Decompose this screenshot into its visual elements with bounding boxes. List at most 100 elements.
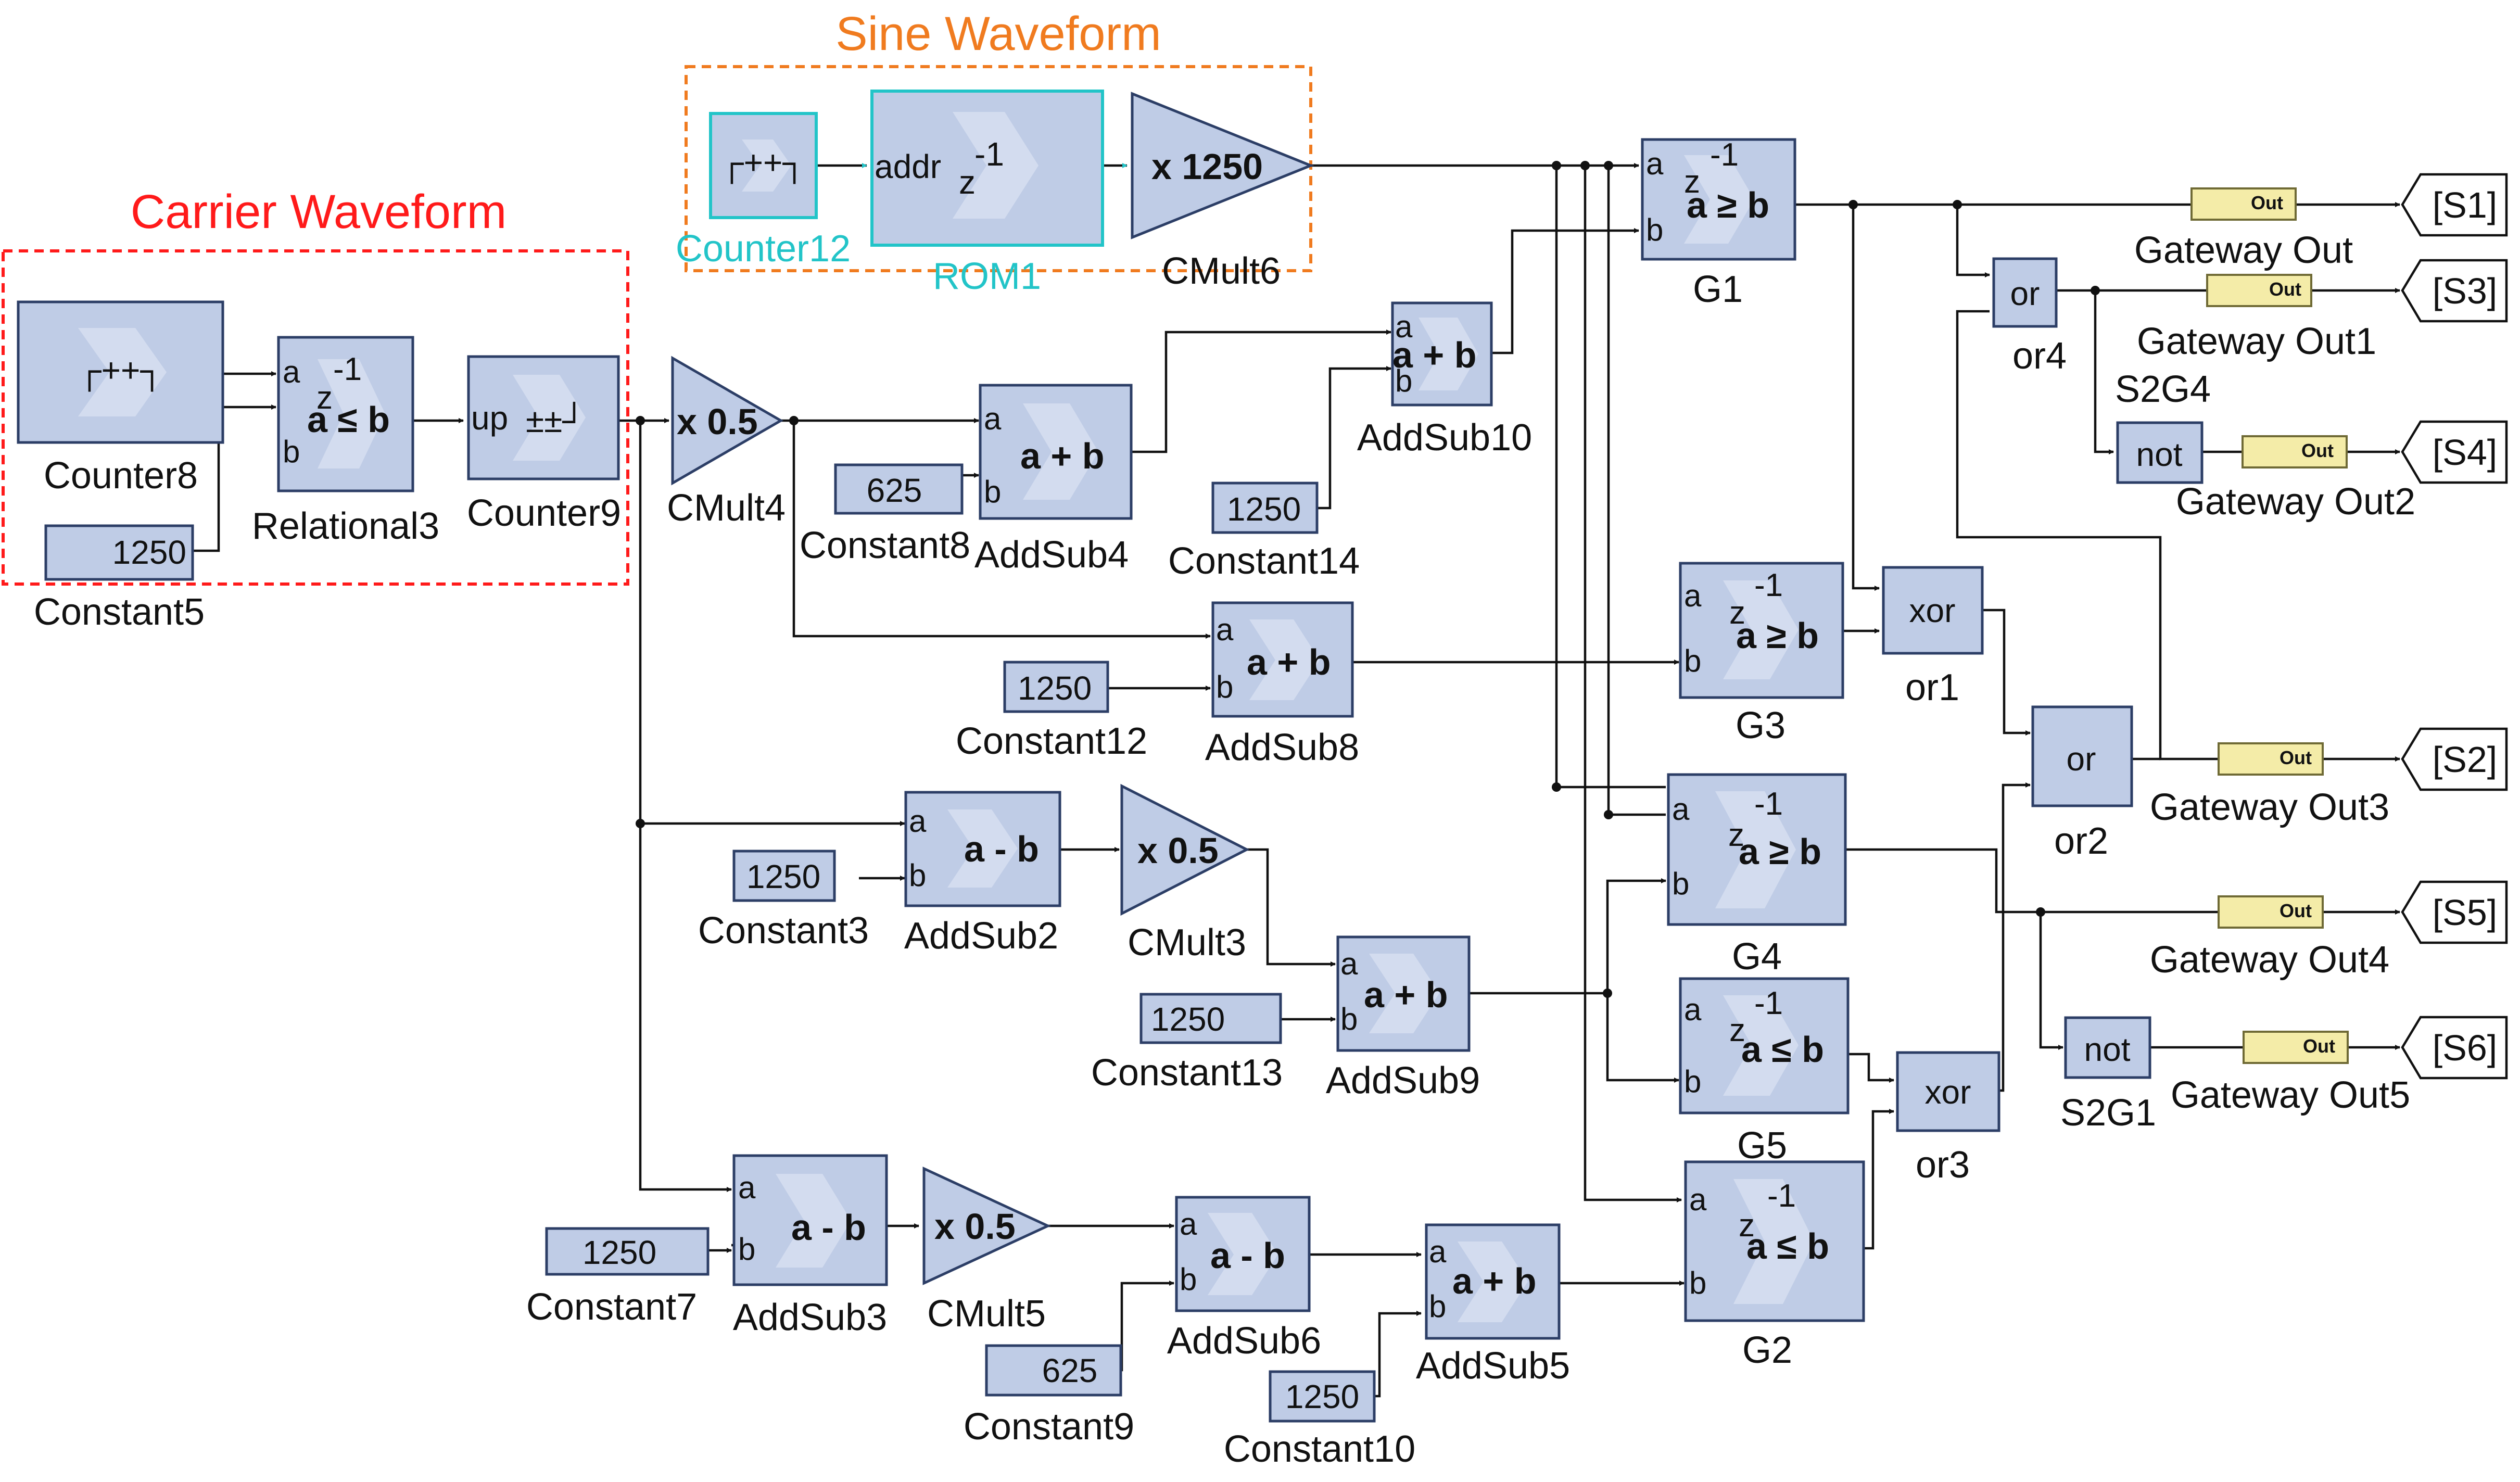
counter8-block[interactable]: ┌++┐ Counter8 xyxy=(17,300,224,497)
cmult3-block[interactable]: x 0.5 CMult3 xyxy=(1120,783,1250,964)
addsub2-port-b: b xyxy=(909,858,926,893)
addsub8-label: AddSub8 xyxy=(1205,727,1359,768)
goto-s2-label: [S2] xyxy=(2433,739,2498,780)
constant12-value: 1250 xyxy=(1018,669,1092,707)
gateway-out1-block[interactable]: Out Gateway Out1 xyxy=(2137,274,2376,362)
cmult4-block[interactable]: x 0.5 CMult4 xyxy=(667,356,786,529)
cmult6-block[interactable]: x 1250 CMult6 xyxy=(1131,92,1314,292)
counter12-block[interactable]: ┌++┐ Counter12 xyxy=(676,112,851,270)
constant5-label: Constant5 xyxy=(34,591,205,633)
goto-s5-label: [S5] xyxy=(2433,892,2498,933)
addsub6-port-b: b xyxy=(1180,1262,1197,1297)
constant14-value: 1250 xyxy=(1227,490,1301,528)
goto-s4-tag[interactable]: [S4] xyxy=(2401,420,2508,484)
constant12-block[interactable]: 1250 Constant12 xyxy=(956,661,1147,762)
constant7-value: 1250 xyxy=(582,1234,656,1271)
g5-port-a: a xyxy=(1684,992,1702,1027)
counter12-glyph: ┌++┐ xyxy=(720,144,806,184)
wire-junctions xyxy=(636,161,2100,998)
or4-op: or xyxy=(2010,275,2040,312)
gateway-out4-badge: Out xyxy=(2280,900,2312,921)
addsub6-block[interactable]: a b a - b AddSub6 xyxy=(1167,1196,1321,1362)
g1-block[interactable]: a b z -1 a ≥ b G1 xyxy=(1641,137,1796,310)
goto-s5-tag[interactable]: [S5] xyxy=(2401,880,2508,944)
g5-port-b: b xyxy=(1684,1064,1701,1099)
addsub5-block[interactable]: a b a + b AddSub5 xyxy=(1416,1223,1570,1387)
addsub9-block[interactable]: a b a + b AddSub9 xyxy=(1326,935,1480,1101)
xor3-block[interactable]: xor or3 xyxy=(1896,1051,2000,1186)
g4-block[interactable]: a b z -1 a ≥ b G4 xyxy=(1667,773,1847,978)
constant3-block[interactable]: 1250 Constant3 xyxy=(698,850,869,952)
g2-op: a ≤ b xyxy=(1746,1226,1829,1266)
xor1-block[interactable]: xor or1 xyxy=(1882,566,1984,708)
not-s2g4-block[interactable]: not S2G4 xyxy=(2115,369,2211,484)
not-s2g1-label: S2G1 xyxy=(2060,1092,2156,1134)
g2-label: G2 xyxy=(1742,1329,1792,1371)
g2-delay: z xyxy=(1739,1208,1755,1244)
gateway-out2-block[interactable]: Out Gateway Out2 xyxy=(2176,435,2415,523)
not-s2g1-op: not xyxy=(2084,1031,2131,1068)
not-s2g1-block[interactable]: not S2G1 xyxy=(2060,1016,2156,1134)
gateway-out4-label: Gateway Out4 xyxy=(2150,939,2389,981)
constant12-label: Constant12 xyxy=(956,720,1147,762)
g2-block[interactable]: a b z -1 a ≤ b G2 xyxy=(1684,1160,1865,1371)
goto-s1-tag[interactable]: [S1] xyxy=(2401,173,2508,237)
relational3-delay-exp: -1 xyxy=(333,351,362,387)
constant13-block[interactable]: 1250 Constant13 xyxy=(1091,993,1283,1094)
gateway-out1-badge: Out xyxy=(2269,278,2301,300)
relational3-block[interactable]: a b z -1 a ≤ b Relational3 xyxy=(252,336,439,547)
gateway-out4-block[interactable]: Out Gateway Out4 xyxy=(2150,895,2389,981)
addsub3-block[interactable]: a b a - b AddSub3 xyxy=(732,1154,888,1338)
addsub8-block[interactable]: a b a + b AddSub8 xyxy=(1205,601,1359,768)
g3-block[interactable]: a b z -1 a ≥ b G3 xyxy=(1679,562,1844,746)
g5-block[interactable]: a b z -1 a ≤ b G5 xyxy=(1679,977,1850,1167)
cmult5-block[interactable]: x 0.5 CMult5 xyxy=(922,1167,1051,1335)
addsub4-block[interactable]: a b a + b AddSub4 xyxy=(974,384,1133,576)
cmult5-label: CMult5 xyxy=(927,1293,1046,1335)
cmult6-op: x 1250 xyxy=(1151,146,1263,187)
constant8-block[interactable]: 625 Constant8 xyxy=(800,463,970,566)
constant5-block[interactable]: 1250 Constant5 xyxy=(34,524,205,633)
constant7-block[interactable]: 1250 Constant7 xyxy=(526,1227,710,1328)
addsub2-block[interactable]: a b a - b AddSub2 xyxy=(904,791,1061,957)
g1-label: G1 xyxy=(1693,269,1743,310)
constant10-block[interactable]: 1250 Constant10 xyxy=(1224,1370,1415,1470)
goto-s3-label: [S3] xyxy=(2433,271,2498,311)
rom1-block[interactable]: addr z -1 ROM1 xyxy=(870,90,1104,297)
addsub9-label: AddSub9 xyxy=(1326,1060,1480,1101)
goto-s6-tag[interactable]: [S6] xyxy=(2401,1016,2508,1080)
gateway-out3-block[interactable]: Out Gateway Out3 xyxy=(2150,742,2389,828)
g4-label: G4 xyxy=(1732,936,1782,978)
constant9-block[interactable]: 625 Constant9 xyxy=(964,1344,1134,1448)
or2-block[interactable]: or or2 xyxy=(2031,705,2133,862)
addsub10-label: AddSub10 xyxy=(1357,417,1532,459)
constant14-block[interactable]: 1250 Constant14 xyxy=(1168,482,1360,582)
addsub2-label: AddSub2 xyxy=(904,915,1058,957)
gateway-out5-block[interactable]: Out Gateway Out5 xyxy=(2171,1031,2410,1116)
g5-label: G5 xyxy=(1737,1125,1787,1167)
cmult6-label: CMult6 xyxy=(1162,250,1281,292)
goto-s2-tag[interactable]: [S2] xyxy=(2401,727,2508,791)
addsub3-op: a - b xyxy=(791,1207,866,1248)
addsub10-port-a: a xyxy=(1395,309,1413,344)
addsub8-port-a: a xyxy=(1216,612,1234,647)
counter9-glyph: ±±┘ xyxy=(526,401,586,439)
relational3-port-b: b xyxy=(283,434,300,469)
counter9-block[interactable]: up ±±┘ Counter9 xyxy=(467,355,621,534)
g2-port-a: a xyxy=(1689,1182,1707,1217)
gateway-out-block[interactable]: Out Gateway Out xyxy=(2134,187,2353,271)
g4-delay-exp: -1 xyxy=(1754,786,1783,822)
counter9-label: Counter9 xyxy=(467,492,621,534)
constant10-value: 1250 xyxy=(1285,1378,1359,1415)
addsub10-block[interactable]: a b a + b AddSub10 xyxy=(1357,301,1532,459)
g4-port-a: a xyxy=(1672,792,1690,827)
constant3-value: 1250 xyxy=(746,858,820,895)
goto-s6-label: [S6] xyxy=(2433,1028,2498,1068)
or4-block[interactable]: or or4 xyxy=(1992,257,2067,377)
cmult5-op: x 0.5 xyxy=(934,1206,1016,1247)
constant13-label: Constant13 xyxy=(1091,1052,1283,1094)
addsub6-op: a - b xyxy=(1210,1235,1285,1276)
xor3-label: or3 xyxy=(1916,1144,1970,1186)
or4-label: or4 xyxy=(2012,335,2067,377)
goto-s3-tag[interactable]: [S3] xyxy=(2401,259,2508,323)
